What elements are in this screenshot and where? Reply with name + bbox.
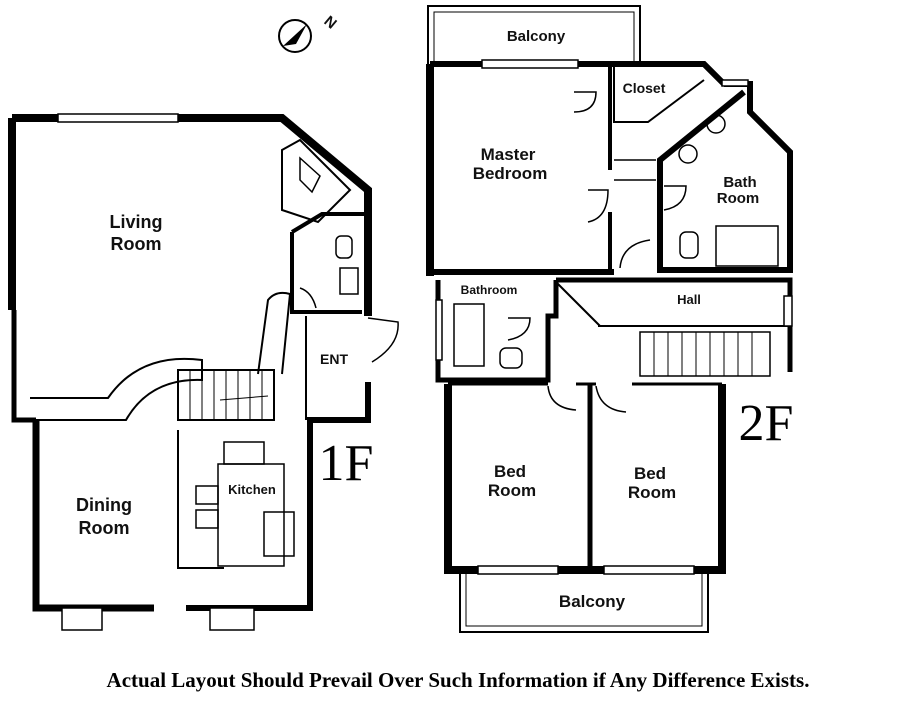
- balcony-bottom-rail: [465, 572, 703, 627]
- stair-treads: [189, 370, 263, 420]
- hall-diagonal: [555, 281, 601, 327]
- toilet-fixture: [499, 347, 523, 369]
- bathtub-fixture: [715, 225, 779, 267]
- entrance-door: [367, 317, 399, 363]
- kitchen-fixture: [223, 441, 265, 465]
- balcony-top-rail: [427, 5, 641, 64]
- master-bedroom-label: Master: [481, 145, 536, 164]
- dining-room-label: Dining: [76, 495, 132, 515]
- wall-1f-toilet: [290, 232, 362, 314]
- stair-treads: [653, 332, 753, 376]
- balcony-bottom-label: Balcony: [559, 592, 626, 611]
- curved-divider: [30, 357, 203, 421]
- floor1-label: 1F: [319, 435, 374, 492]
- window: [61, 607, 103, 631]
- door-swing: [619, 239, 651, 269]
- curved-rail: [257, 291, 292, 375]
- wall-hall: [556, 277, 793, 372]
- bed-room-label: Bed: [634, 464, 666, 483]
- corridor: [614, 159, 656, 181]
- wall-1f-sw: [11, 310, 36, 423]
- compass-label: N: [321, 13, 340, 33]
- living-room-label: Room: [111, 234, 162, 254]
- kitchen-counter: [177, 430, 224, 569]
- window: [435, 299, 443, 361]
- door-swing: [573, 91, 597, 113]
- stair-arrow: [219, 395, 269, 401]
- wall-bath-room: [657, 81, 793, 273]
- wall-1f-east: [186, 382, 371, 611]
- balcony-top-label: Balcony: [507, 28, 566, 45]
- toilet-fixture: [679, 231, 699, 259]
- fixture: [706, 114, 726, 134]
- entrance-label: ENT: [320, 351, 348, 367]
- bath-room-label: Bath: [723, 174, 756, 191]
- floor2-plan: [426, 5, 793, 633]
- closet-1f: [281, 138, 352, 224]
- door-swing: [587, 189, 609, 223]
- floor2-labels: Balcony Closet Master Bedroom Bath Room …: [461, 28, 794, 611]
- door-swing: [595, 385, 627, 413]
- fixture: [678, 144, 698, 164]
- bathtub-fixture: [453, 303, 485, 367]
- door-swing: [299, 287, 317, 309]
- north-arrow-icon: N: [278, 13, 340, 53]
- door-swing: [507, 317, 531, 341]
- kitchen-fixture: [195, 485, 219, 505]
- kitchen-island: [217, 463, 285, 567]
- toilet-fixture: [335, 235, 353, 259]
- balcony-top-rail: [433, 11, 635, 64]
- kitchen-fixture: [195, 509, 219, 529]
- dining-room-label: Room: [79, 518, 130, 538]
- floor2-label: 2F: [739, 395, 794, 452]
- door-swing: [547, 385, 577, 411]
- window: [477, 565, 559, 575]
- stairs-2f: [639, 331, 771, 377]
- disclaimer-text: Actual Layout Should Prevail Over Such I…: [106, 668, 810, 692]
- hall-label: Hall: [677, 292, 701, 307]
- door-swing: [663, 185, 687, 211]
- wall-bedrooms: [444, 384, 726, 574]
- wall-1f-dining: [32, 420, 154, 612]
- closet-2f: [613, 66, 705, 123]
- floor1-plan: [8, 113, 399, 631]
- master-bedroom-label: Bedroom: [473, 164, 548, 183]
- window: [603, 565, 695, 575]
- window: [783, 295, 793, 327]
- bathroom-label: Bathroom: [461, 283, 518, 297]
- kitchen-label: Kitchen: [228, 482, 276, 497]
- window: [57, 113, 179, 123]
- window: [721, 79, 749, 87]
- bed-room-label: Room: [628, 483, 676, 502]
- living-room-label: Living: [110, 212, 163, 232]
- bed-room-label: Bed: [494, 462, 526, 481]
- bed-room-label: Room: [488, 481, 536, 500]
- bath-room-label: Room: [717, 190, 760, 207]
- window: [481, 59, 579, 69]
- sink-fixture: [339, 267, 359, 295]
- window: [209, 607, 255, 631]
- wall-bathroom: [435, 280, 559, 383]
- floor1-labels: Living Room Dining Room Kitchen ENT 1F: [76, 212, 373, 538]
- kitchen-fixture: [263, 511, 295, 557]
- wall-1f-toilet-top: [290, 212, 368, 234]
- closet-label: Closet: [623, 80, 666, 96]
- balcony-bottom-rail: [459, 572, 709, 633]
- fixture: [299, 156, 321, 194]
